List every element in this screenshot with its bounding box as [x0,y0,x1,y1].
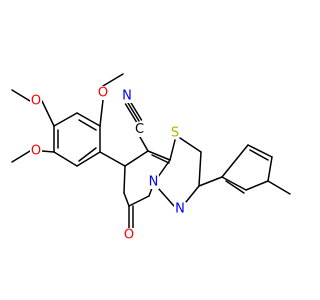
bond-line-15 [157,187,175,207]
bond-line-24 [247,144,273,158]
bond-line-42 [41,150,55,153]
bond-line-14 [185,185,200,203]
atom-labels: N C S N N O O O O [31,86,185,243]
bond-line-30 [76,112,101,127]
bond-line-28 [267,180,291,195]
bond-line-21 [221,176,247,191]
bond-line-16 [157,159,171,178]
bond-line-35 [78,119,97,131]
bond-line-2 [124,103,138,123]
molecule-structure-diagram: N C S N N O O O O [11,73,291,243]
bond-line-5 [123,165,126,194]
bond-line-31 [53,112,78,127]
bond-line-37 [78,147,97,162]
bond-line-41 [11,89,31,102]
bond-line-20 [198,176,223,187]
label-masks [30,86,186,242]
bond-line-23 [267,156,273,182]
methoxy-oxygen-left-b-label: O [31,144,41,159]
bond-line-10 [151,154,170,164]
bond-line-27 [249,149,269,161]
bond-line-39 [102,73,124,87]
carbonyl-oxygen-label: O [124,228,134,243]
bond-line-26 [225,180,245,194]
bond-line-8 [148,187,153,197]
bond-line-1 [129,101,143,121]
bond-line-7 [128,195,150,207]
bond-line-25 [221,144,249,178]
bond-line-4 [124,150,149,167]
nitrile-nitrogen-label: N [122,89,132,104]
bond-line-22 [245,180,269,191]
bond-line-6 [123,192,130,207]
methoxy-oxygen-left-a-label: O [31,94,41,109]
ring-nitrogen-a-label: N [149,175,159,190]
bond-lines [11,73,291,229]
bond-line-34 [76,151,101,167]
bond-line-43 [11,150,31,163]
bond-line-19 [99,151,126,167]
bond-line-40 [41,100,55,127]
ring-nitrogen-b-label: N [175,202,185,217]
methoxy-oxygen-top-label: O [98,86,108,101]
bond-line-9 [147,150,171,161]
bond-line-3 [139,136,149,152]
bond-line-38 [99,99,104,127]
bond-line-11 [169,139,176,161]
nitrile-carbon-label: C [135,122,144,137]
sulfur-label: S [171,126,179,141]
bond-line-12 [179,137,202,153]
bond-line-0 [127,102,140,122]
bond-line-33 [53,151,78,167]
bond-line-13 [198,151,202,187]
